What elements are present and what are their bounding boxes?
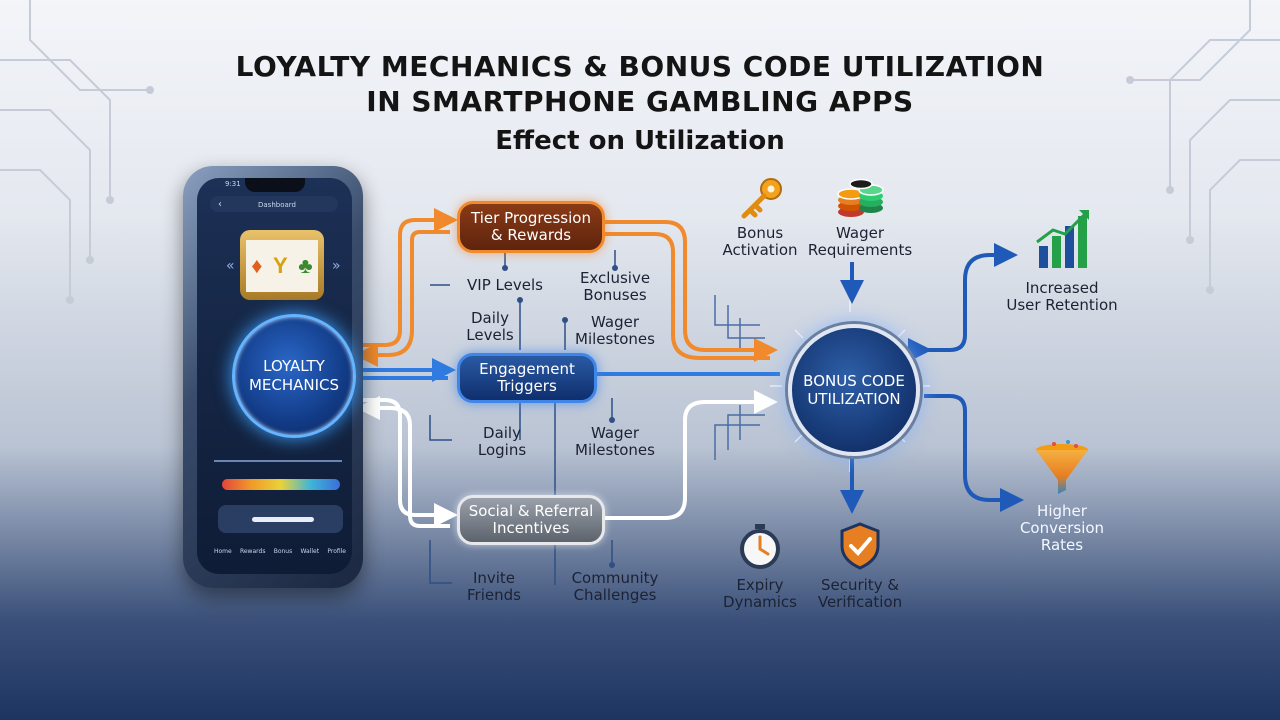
loyalty-mechanics-node: LOYALTY MECHANICS xyxy=(232,314,356,438)
slot-right-arrow-icon[interactable]: » xyxy=(332,258,341,274)
label-bonus-activation: Bonus Activation xyxy=(722,224,798,259)
tier-progression-node: Tier Progression & Rewards xyxy=(457,201,605,253)
label-daily-logins: Daily Logins xyxy=(477,424,527,459)
label-vip-levels: VIP Levels xyxy=(467,276,543,294)
title-line-2: IN SMARTPHONE GAMBLING APPS xyxy=(366,85,914,118)
phone-notch xyxy=(245,178,305,192)
phone-bottom-nav: Home Rewards Bonus Wallet Profile xyxy=(214,548,346,568)
engagement-triggers-node: Engagement Triggers xyxy=(457,353,597,403)
slot-left-arrow-icon[interactable]: « xyxy=(226,258,235,274)
label-expiry-dynamics: Expiry Dynamics xyxy=(723,576,797,611)
label-daily-levels: Daily Levels xyxy=(466,309,514,344)
phone-progress-bar xyxy=(222,479,340,490)
stopwatch-icon xyxy=(740,524,780,569)
subtitle: Effect on Utilization xyxy=(495,126,785,156)
nav-home[interactable]: Home xyxy=(214,548,232,555)
label-community-challenges: Community Challenges xyxy=(571,569,659,604)
back-chevron-icon[interactable]: ‹ xyxy=(218,199,222,210)
phone-app-name: Dashboard xyxy=(258,201,296,209)
bonus-code-utilization-hub: BONUS CODE UTILIZATION xyxy=(788,324,920,456)
label-security-verification: Security & Verification xyxy=(817,576,903,611)
slot-symbol-3: ♣ xyxy=(298,253,313,278)
label-wager-milestones-top: Wager Milestones xyxy=(575,313,655,348)
label-increased-retention: Increased User Retention xyxy=(1006,279,1118,314)
label-wager-milestones-bottom: Wager Milestones xyxy=(575,424,655,459)
social-referral-node: Social & Referral Incentives xyxy=(457,495,605,545)
chips-icon xyxy=(837,178,884,217)
slot-symbol-2: Y xyxy=(273,253,288,278)
phone-app-bar[interactable] xyxy=(210,196,338,212)
nav-wallet[interactable]: Wallet xyxy=(300,548,320,555)
label-wager-requirements: Wager Requirements xyxy=(807,224,913,259)
nav-bonus[interactable]: Bonus xyxy=(273,548,293,555)
nav-profile[interactable]: Profile xyxy=(327,548,346,555)
bar-chart-up-icon xyxy=(1036,210,1089,268)
nav-rewards[interactable]: Rewards xyxy=(239,548,266,555)
phone-time: 9:31 xyxy=(225,180,241,188)
slot-symbol-1: ♦ xyxy=(251,253,263,278)
funnel-icon xyxy=(1036,440,1088,494)
phone-slider-track xyxy=(214,460,342,462)
key-icon xyxy=(741,178,782,219)
label-invite-friends: Invite Friends xyxy=(467,569,521,604)
title-line-1: LOYALTY MECHANICS & BONUS CODE UTILIZATI… xyxy=(235,50,1045,83)
label-higher-conversion: Higher Conversion Rates xyxy=(1019,502,1105,554)
slot-reels: ♦ Y ♣ xyxy=(246,240,318,292)
label-exclusive-bonuses: Exclusive Bonuses xyxy=(579,269,651,304)
phone-action-button-bar xyxy=(252,517,314,522)
shield-check-icon xyxy=(840,522,880,570)
